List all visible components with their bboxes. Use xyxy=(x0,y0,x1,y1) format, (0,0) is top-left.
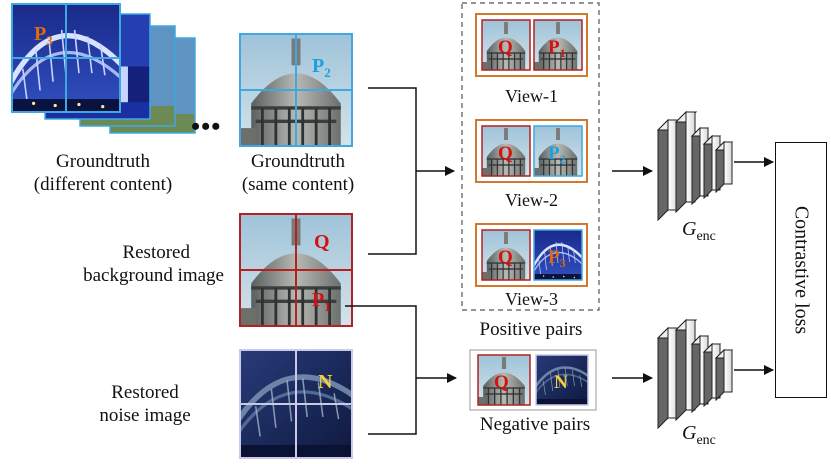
label-restored-bg-line1: Restored xyxy=(122,242,190,263)
label-encoder-bottom: Genc xyxy=(682,422,716,449)
encoder-bottom xyxy=(656,318,734,430)
gt-same-image: P2 xyxy=(239,33,353,147)
encoder-bottom-name: G xyxy=(682,422,697,444)
label-restored-noise-line2: noise image xyxy=(99,405,191,426)
gt-different-stack: P3 xyxy=(11,3,196,134)
label-restored-noise-line1: Restored xyxy=(111,382,179,403)
label-restored-bg-line2: background image xyxy=(83,265,224,286)
view-2-pair: Q P2 xyxy=(475,119,588,183)
encoder-top-name: G xyxy=(682,218,697,240)
encoder-top xyxy=(656,110,734,222)
contrastive-loss-box: Contrastive loss xyxy=(775,142,827,398)
svg-text:Q: Q xyxy=(498,247,513,268)
label-view-3: View-3 xyxy=(505,289,558,309)
label-restored-background: Restored background image xyxy=(64,241,224,287)
label-gt-diff-line1: Groundtruth xyxy=(56,151,150,172)
label-gt-same-line2: (same content) xyxy=(241,174,355,195)
label-negative-pairs: Negative pairs xyxy=(479,414,591,435)
encoder-top-sub: enc xyxy=(696,229,716,244)
view-3-pair: Q P3 xyxy=(475,223,588,287)
tag-n-noise: N xyxy=(318,371,333,393)
connector-negative xyxy=(345,305,457,435)
restored-noise-image: N xyxy=(239,349,353,459)
label-restored-noise: Restored noise image xyxy=(80,381,210,427)
label-gt-same-line1: Groundtruth xyxy=(251,151,345,172)
label-groundtruth-different: Groundtruth (different content) xyxy=(18,150,188,196)
encoder-bottom-sub: enc xyxy=(696,433,716,448)
connector-positive xyxy=(368,87,455,255)
positive-pairs-box xyxy=(461,2,600,311)
label-gt-diff-line2: (different content) xyxy=(33,174,173,195)
svg-text:Q: Q xyxy=(498,37,513,58)
view-1-pair: Q P1 xyxy=(475,13,588,77)
svg-text:N: N xyxy=(554,372,568,393)
more-images-ellipsis: ••• xyxy=(191,112,222,141)
svg-text:Q: Q xyxy=(494,372,509,393)
contrastive-loss-label: Contrastive loss xyxy=(790,205,813,335)
label-groundtruth-same: Groundtruth (same content) xyxy=(228,150,368,196)
restored-background-image: Q P1 xyxy=(239,213,353,327)
tag-q-restored: Q xyxy=(314,231,330,253)
label-view-2: View-2 xyxy=(505,190,558,210)
label-positive-pairs: Positive pairs xyxy=(479,319,583,340)
negative-pair: Q N xyxy=(469,349,597,411)
label-view-1: View-1 xyxy=(505,86,558,106)
svg-text:Q: Q xyxy=(498,143,513,164)
label-encoder-top: Genc xyxy=(682,218,716,245)
